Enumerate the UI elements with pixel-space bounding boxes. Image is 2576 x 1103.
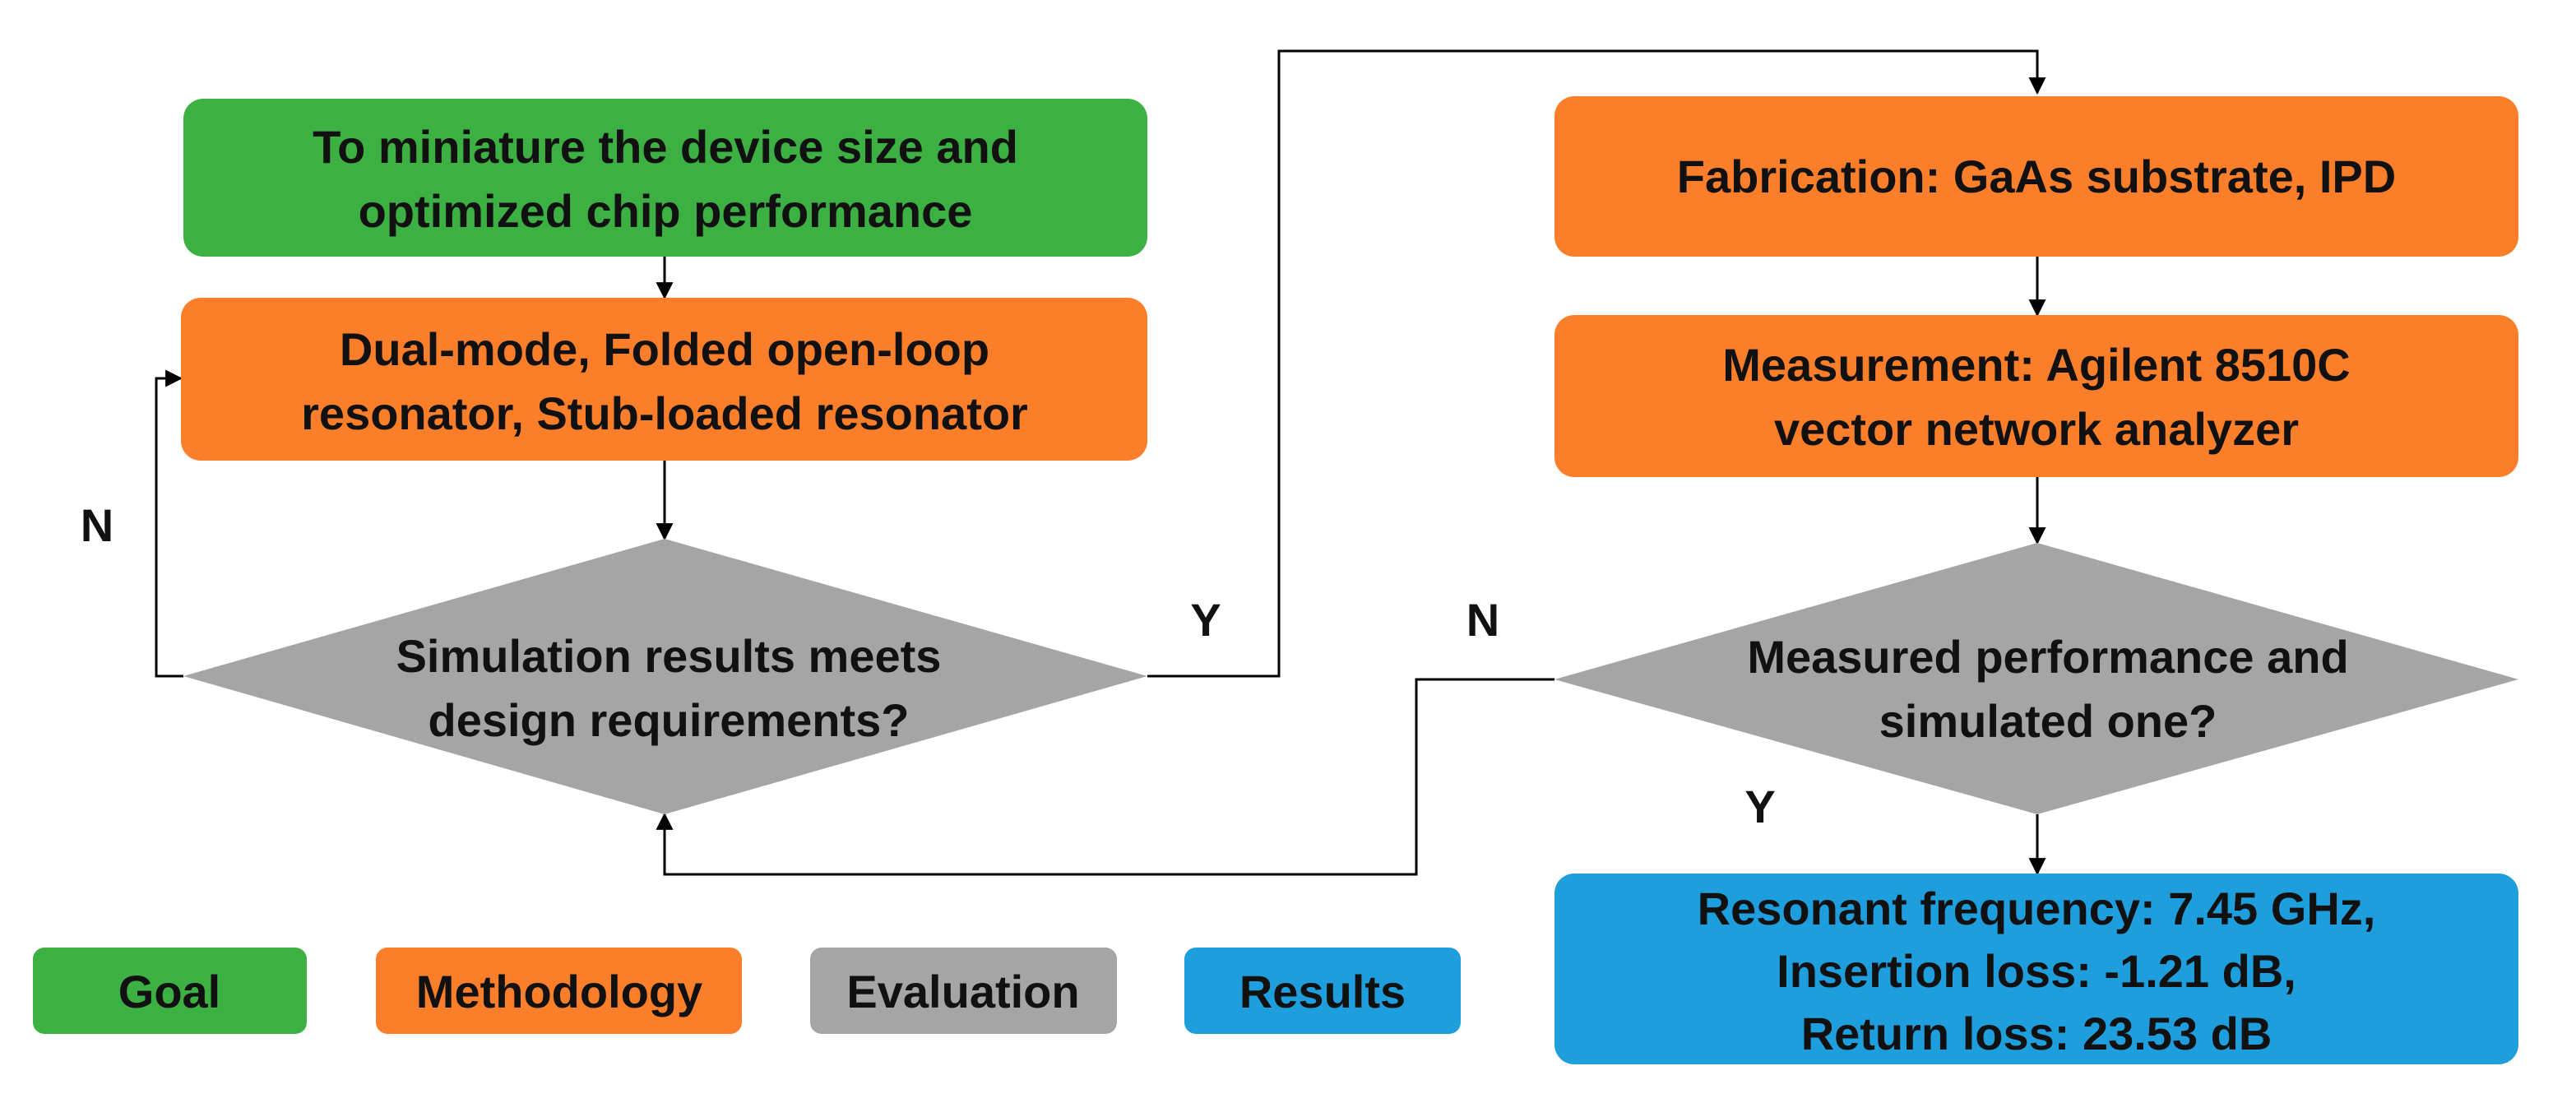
goal-line-2: optimized chip performance: [359, 185, 973, 237]
simulation-decision-diamond: Simulation results meets design requirem…: [183, 539, 1147, 814]
measurement-box: Measurement: Agilent 8510C vector networ…: [1554, 315, 2518, 477]
label-simulation-yes: Y: [1190, 594, 1221, 646]
legend-goal-label: Goal: [118, 966, 220, 1017]
methodology-box-left: Dual-mode, Folded open-loop resonator, S…: [181, 298, 1147, 461]
measurement-line-1: Measurement: Agilent 8510C: [1722, 339, 2351, 391]
results-line-1: Resonant frequency: 7.45 GHz,: [1698, 883, 2376, 934]
edge-measured-no-to-simulation: [656, 678, 1554, 876]
legend-results: Results: [1184, 948, 1461, 1034]
methodology-left-line-1: Dual-mode, Folded open-loop: [340, 323, 989, 375]
simulation-decision-line-1: Simulation results meets: [396, 630, 942, 682]
legend-evaluation: Evaluation: [810, 948, 1117, 1034]
legend-results-label: Results: [1239, 966, 1406, 1017]
results-line-2: Insertion loss: -1.21 dB,: [1777, 945, 2296, 997]
connectors: [155, 49, 2046, 876]
simulation-decision-line-2: design requirements?: [428, 694, 909, 746]
fabrication-box: Fabrication: GaAs substrate, IPD: [1554, 96, 2518, 257]
label-measured-no: N: [1466, 594, 1499, 646]
edge-simulation-no-loop: [155, 369, 183, 678]
legend-evaluation-label: Evaluation: [846, 966, 1079, 1017]
measured-decision-line-1: Measured performance and: [1747, 631, 2348, 683]
goal-line-1: To miniature the device size and: [313, 121, 1018, 173]
results-line-3: Return loss: 23.53 dB: [1801, 1008, 2273, 1059]
legend-methodology: Methodology: [376, 948, 742, 1034]
label-measured-yes: Y: [1744, 781, 1775, 832]
edge-simulation-yes-to-fabrication: [1147, 49, 2046, 678]
legend: Goal Methodology Evaluation Results: [33, 948, 1461, 1034]
goal-box: To miniature the device size and optimiz…: [183, 99, 1147, 257]
legend-methodology-label: Methodology: [416, 966, 702, 1017]
fabrication-line-1: Fabrication: GaAs substrate, IPD: [1677, 151, 2396, 202]
measured-decision-diamond: Measured performance and simulated one?: [1554, 543, 2518, 814]
label-simulation-no: N: [81, 499, 114, 551]
measured-decision-line-2: simulated one?: [1879, 695, 2217, 747]
legend-goal: Goal: [33, 948, 307, 1034]
methodology-left-line-2: resonator, Stub-loaded resonator: [301, 387, 1028, 439]
measurement-line-2: vector network analyzer: [1774, 403, 2299, 455]
results-box: Resonant frequency: 7.45 GHz, Insertion …: [1554, 874, 2518, 1064]
